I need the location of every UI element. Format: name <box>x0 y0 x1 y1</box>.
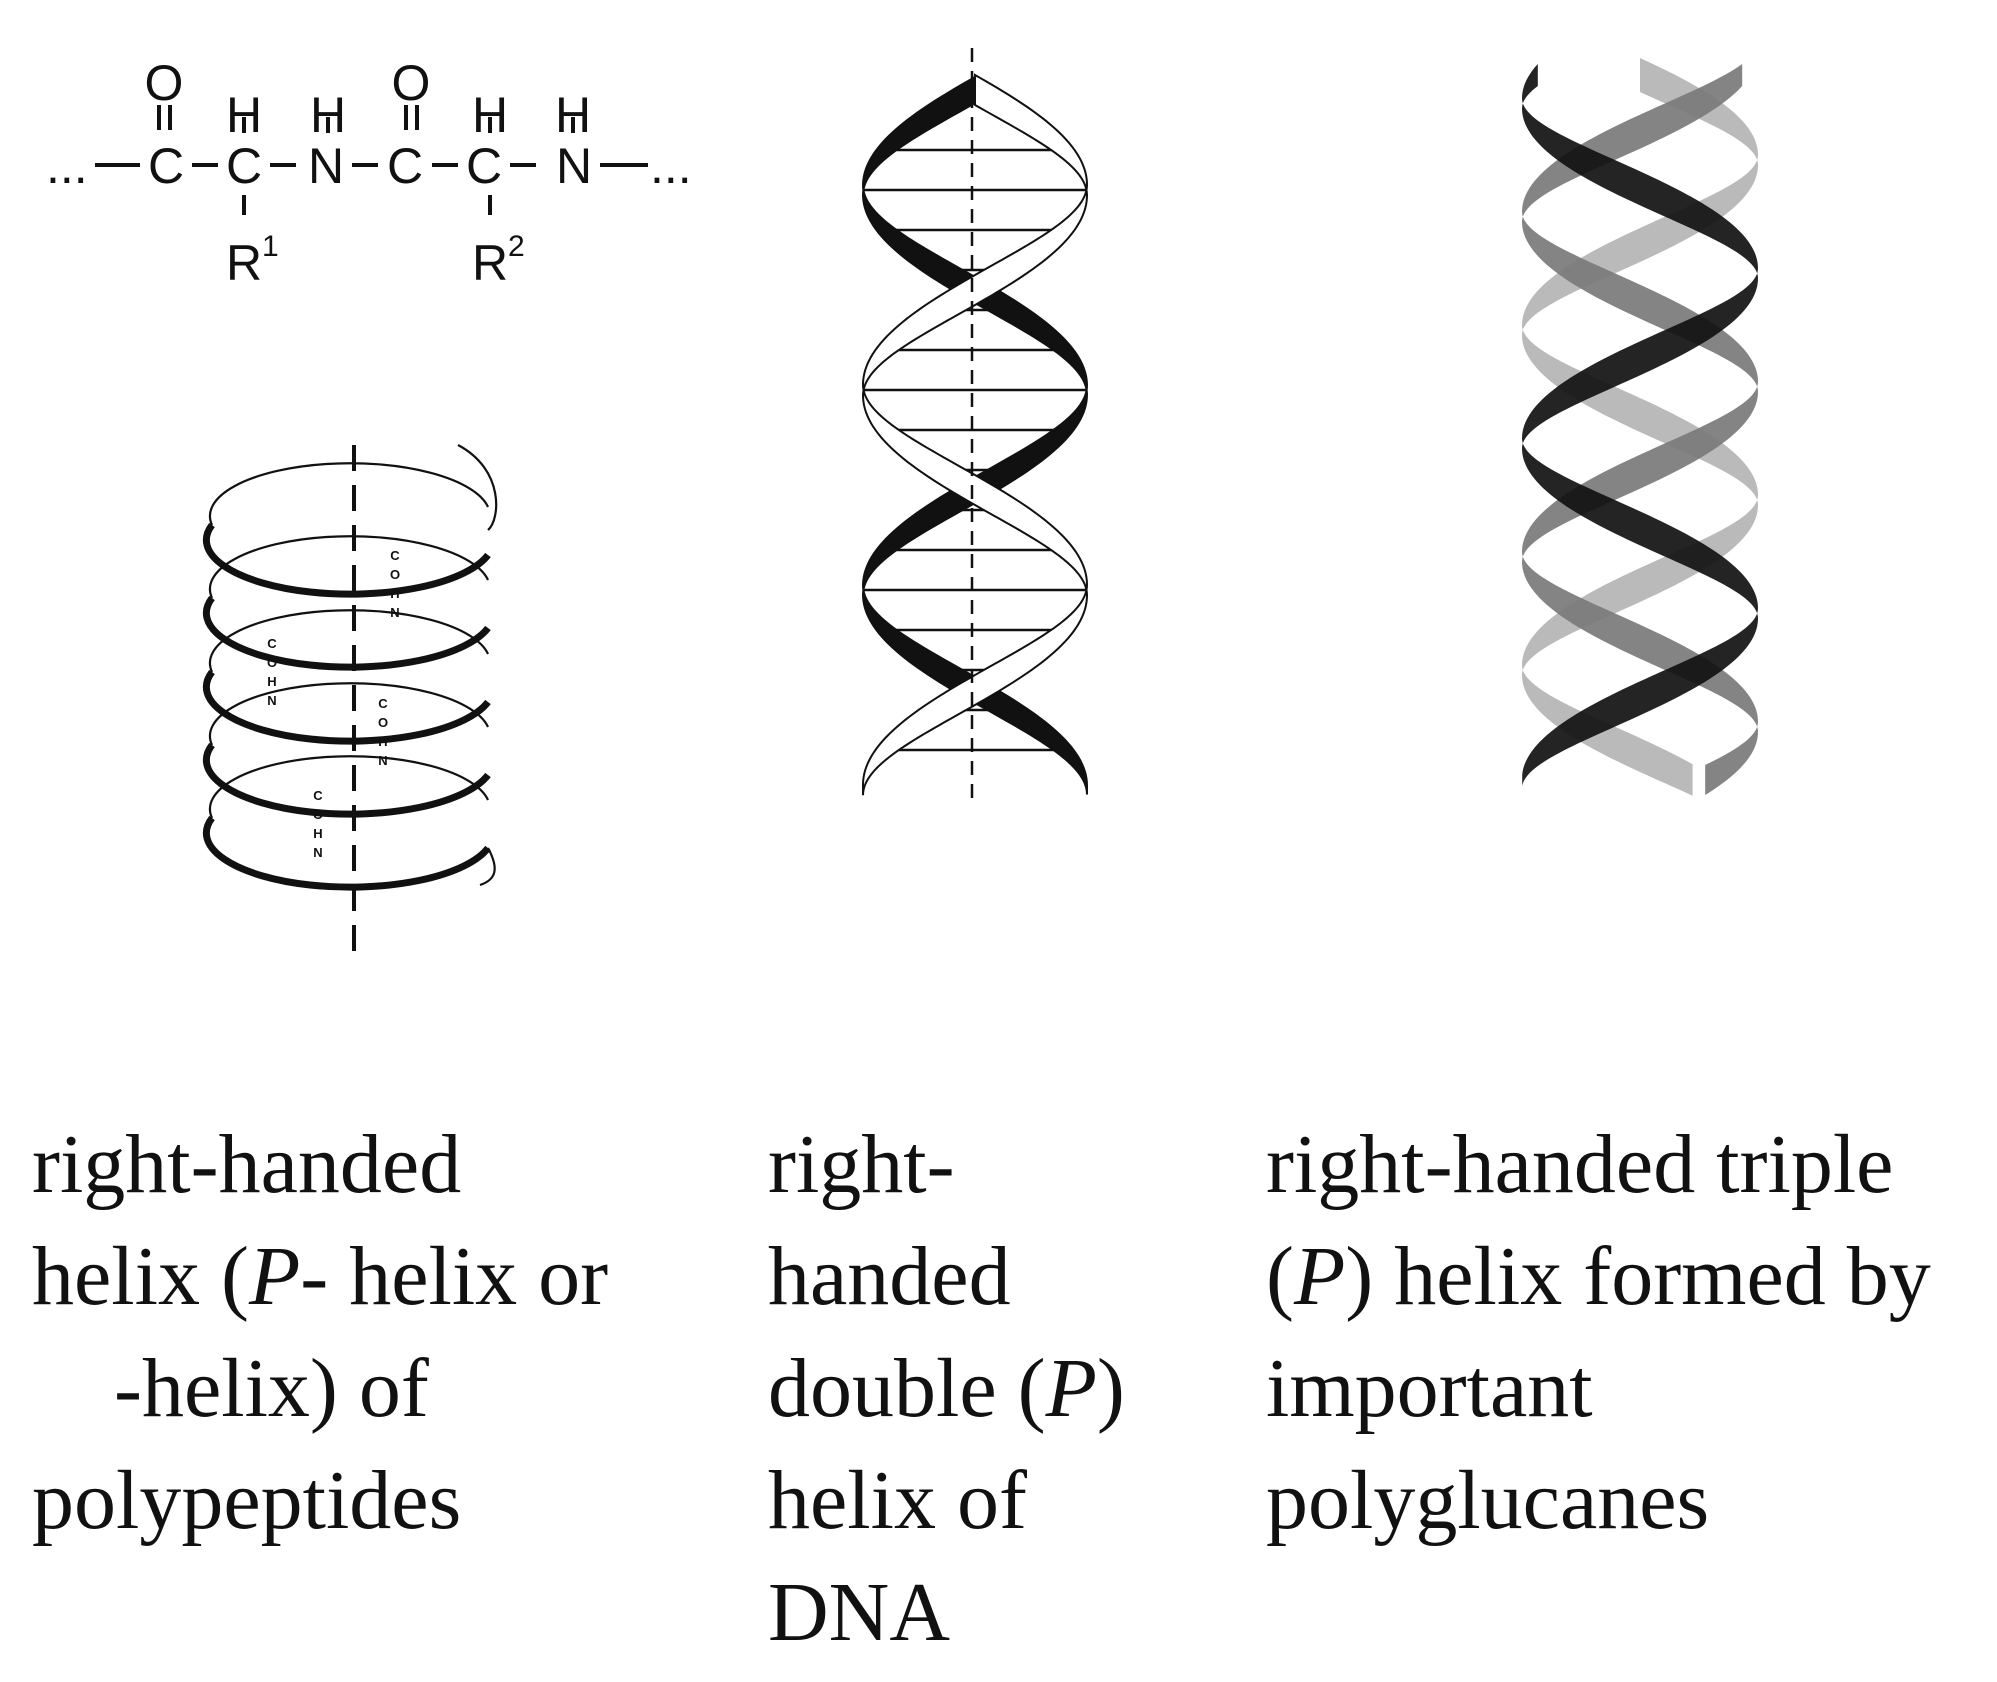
caption-line: handed <box>768 1230 1011 1323</box>
hbond-atom-label: O <box>390 567 400 582</box>
caption-line: polypeptides <box>32 1454 462 1547</box>
coil-front-arc <box>202 815 491 891</box>
caption-fragment: helix ( <box>32 1230 249 1323</box>
atom-r2-sup: 2 <box>508 230 525 263</box>
caption-fragment: double ( <box>768 1342 1046 1435</box>
atom-r1: R <box>226 235 262 291</box>
hbond-atom-label: C <box>378 696 388 711</box>
alpha-helix-coil <box>202 444 498 891</box>
coil-front-arc <box>202 522 491 598</box>
atom-h2: H <box>310 87 346 143</box>
dna-strands <box>862 73 1089 796</box>
hbond-atom-label: C <box>267 636 277 651</box>
atom-c1: C <box>148 138 184 194</box>
atom-r2: R <box>472 235 508 291</box>
hbond-atom-label: H <box>378 734 387 749</box>
caption-line: right-handed <box>32 1118 462 1211</box>
atom-r1-sup: 1 <box>262 230 279 263</box>
caption-line: right-handed triple <box>1266 1118 1894 1211</box>
atom-c2: C <box>226 138 262 194</box>
atom-o1: O <box>145 55 184 111</box>
caption-line: right- <box>768 1118 955 1211</box>
coil-end-top <box>457 444 498 531</box>
atom-h3: H <box>472 87 508 143</box>
caption-alpha-helix: right-handed helix (P- helix or -helix) … <box>32 1109 608 1557</box>
dna-double-helix-illustration <box>862 48 1089 805</box>
hbond-atom-label: N <box>267 693 276 708</box>
triple-helix-illustration <box>1522 58 1758 796</box>
caption-italic-p: P <box>1293 1230 1346 1323</box>
hbond-atom-label: H <box>390 586 399 601</box>
polyglucan-strand <box>1522 63 1758 786</box>
hbond-atom-label: N <box>313 845 322 860</box>
caption-triple-helix: right-handed triple (P) helix formed by … <box>1266 1109 1931 1557</box>
peptide-formula: ... ... O O H H H <box>46 55 692 291</box>
dots-right: ... <box>650 138 692 194</box>
coil-back-arc <box>208 682 489 746</box>
coil-front-arc <box>202 669 491 745</box>
dna-strand <box>862 73 1089 796</box>
atom-o2: O <box>392 55 431 111</box>
atom-n2: N <box>556 138 592 194</box>
caption-italic-p: P <box>248 1230 301 1323</box>
caption-fragment: ) helix formed by <box>1345 1230 1931 1323</box>
caption-line: (P) helix formed by <box>1266 1221 1931 1333</box>
atom-n1: N <box>308 138 344 194</box>
caption-line: important <box>1266 1342 1593 1435</box>
caption-line: helix of <box>768 1454 1027 1547</box>
caption-line: double (P) <box>768 1333 1125 1445</box>
caption-fragment: - helix or <box>300 1230 609 1323</box>
atom-h1: H <box>226 87 262 143</box>
backbone-bonds <box>95 105 648 215</box>
hbond-atom-label: C <box>313 788 323 803</box>
hbond-atom-label: C <box>390 548 400 563</box>
caption-line: -helix) of <box>114 1342 429 1435</box>
coil-back-arc <box>208 462 489 526</box>
coil-back-arc <box>208 755 489 819</box>
hbond-atom-label: H <box>267 674 276 689</box>
hbond-atom-label: O <box>378 715 388 730</box>
caption-line: polyglucanes <box>1266 1454 1710 1547</box>
dna-strand <box>862 75 1088 795</box>
caption-line: DNA <box>768 1566 950 1659</box>
coil-back-arc <box>208 535 489 599</box>
caption-dna: right- handed double (P) helix of DNA <box>768 1109 1125 1669</box>
coil-front-arc <box>202 742 491 818</box>
dots-left: ... <box>46 138 88 194</box>
caption-fragment: ( <box>1266 1230 1294 1323</box>
hbond-atom-label: H <box>313 826 322 841</box>
hbond-atom-label: N <box>378 753 387 768</box>
caption-line: helix (P- helix or <box>32 1221 608 1333</box>
coil-front-arc <box>202 595 491 671</box>
caption-italic-p: P <box>1045 1342 1097 1435</box>
coil-end-bottom <box>479 847 496 887</box>
hbond-atom-label: O <box>267 655 277 670</box>
hbond-atom-label: O <box>313 807 323 822</box>
polyglucan-strand <box>1522 63 1758 796</box>
caption-fragment: ) <box>1096 1342 1125 1435</box>
atom-c3: C <box>387 138 423 194</box>
coil-back-arc <box>208 609 489 673</box>
atom-c4: C <box>466 138 502 194</box>
hbond-atom-label: N <box>390 605 399 620</box>
atom-h4: H <box>555 87 591 143</box>
